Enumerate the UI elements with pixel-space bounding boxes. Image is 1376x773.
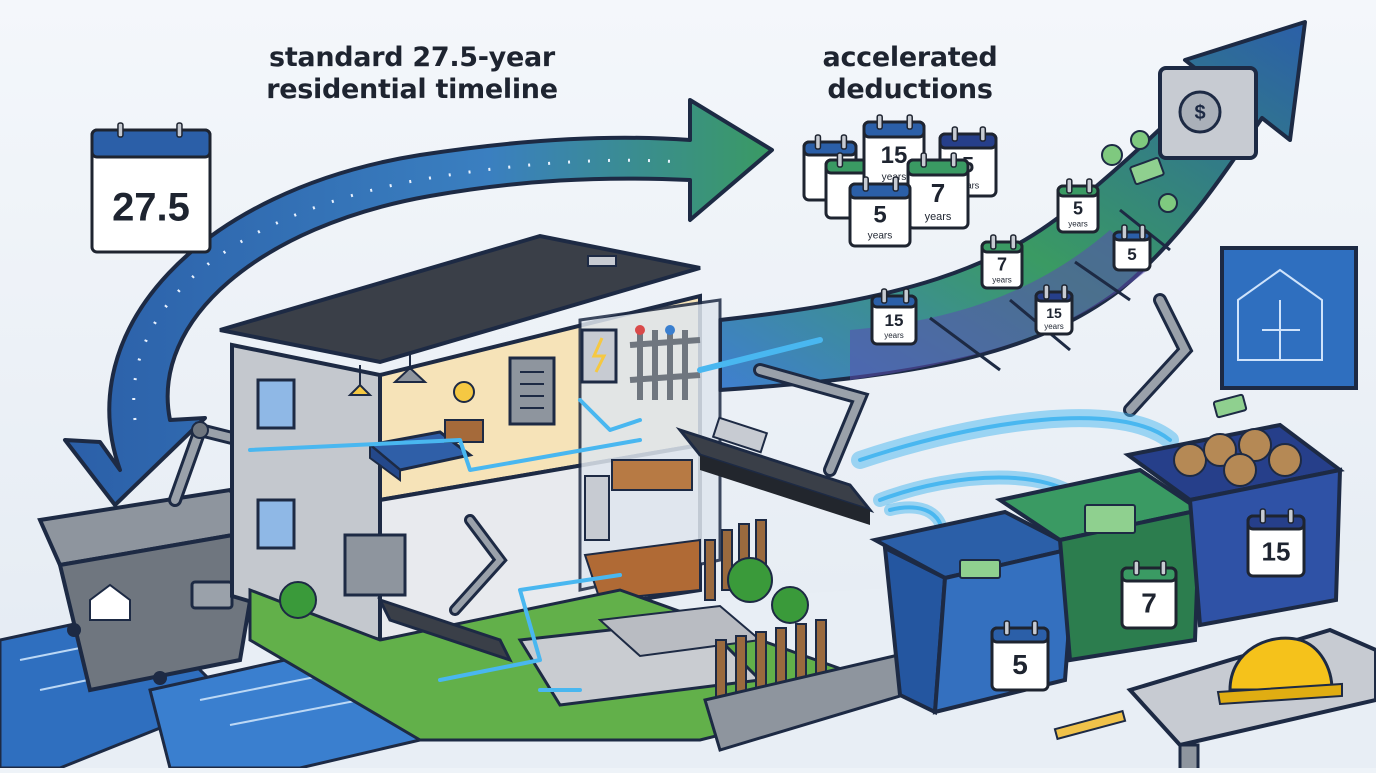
cluster-calendar-7-unit: years: [925, 211, 952, 223]
standard-heading-line2: residential timeline: [266, 74, 558, 105]
calendar-27-5: 27.5: [90, 122, 212, 254]
coins: [1101, 130, 1178, 213]
lightning-icon: [591, 337, 607, 373]
cluster-calendar-5: 5 years: [848, 176, 912, 248]
band-calendar-5b: 5: [1112, 224, 1152, 272]
robot-arms-center: [449, 293, 1194, 616]
calendar-layer: 27.515years5years7years5years15years7yea…: [90, 114, 1306, 692]
band-calendar-5-unit: years: [1068, 219, 1088, 228]
standard-heading-line1: standard 27.5-year: [269, 42, 555, 73]
band-calendar-7-unit: years: [992, 275, 1012, 284]
cluster-calendar-15-number: 15: [881, 142, 908, 169]
bin-calendar-5: 5: [990, 620, 1050, 692]
band-calendar-15a-number: 15: [885, 311, 904, 330]
blueprint-frame: [1220, 246, 1358, 390]
band-calendar-7-number: 7: [997, 255, 1007, 275]
standard-timeline-arrow: [63, 98, 774, 507]
standard-timeline-heading: standard 27.5-year residential timeline: [262, 42, 562, 106]
band-calendar-15b-number: 15: [1046, 305, 1062, 321]
cluster-calendar-5-unit: years: [868, 231, 893, 242]
bin-calendar-15: 15: [1246, 508, 1306, 578]
accelerated-heading-line2: deductions: [827, 74, 993, 105]
bin-calendar-7-number: 7: [1141, 587, 1157, 618]
dollar-icon: $: [1194, 102, 1205, 124]
robot-arm-left: [168, 421, 247, 507]
cluster-calendar-5-number: 5: [873, 201, 886, 228]
conveyor-belts: [377, 416, 875, 663]
bin-15-year: [1123, 393, 1345, 628]
asset-streams: [248, 337, 1179, 692]
safe: $: [1158, 66, 1258, 160]
accelerated-heading-line1: accelerated: [822, 42, 998, 73]
house-icon: [89, 583, 131, 621]
band-calendar-15a-unit: years: [884, 331, 904, 340]
cluster-calendar-7: 7 years: [906, 152, 970, 230]
bin-calendar-5-number: 5: [1012, 649, 1028, 680]
band-calendar-5b-number: 5: [1127, 245, 1136, 264]
accelerated-deductions-heading: accelerated deductions: [800, 42, 1020, 106]
calendar-27-5-number: 27.5: [112, 185, 190, 229]
house-cutaway: [219, 233, 722, 643]
bin-calendar-7: 7: [1120, 560, 1178, 630]
cluster-calendar-7-number: 7: [931, 178, 945, 208]
yard: [248, 519, 922, 752]
residential-bin: [37, 487, 266, 693]
bin-calendar-15-number: 15: [1262, 536, 1291, 566]
desk: [1053, 627, 1376, 773]
band-calendar-5-number: 5: [1073, 199, 1083, 219]
hard-hat-icon: [1228, 636, 1334, 692]
band-calendar-15b-unit: years: [1044, 322, 1064, 331]
